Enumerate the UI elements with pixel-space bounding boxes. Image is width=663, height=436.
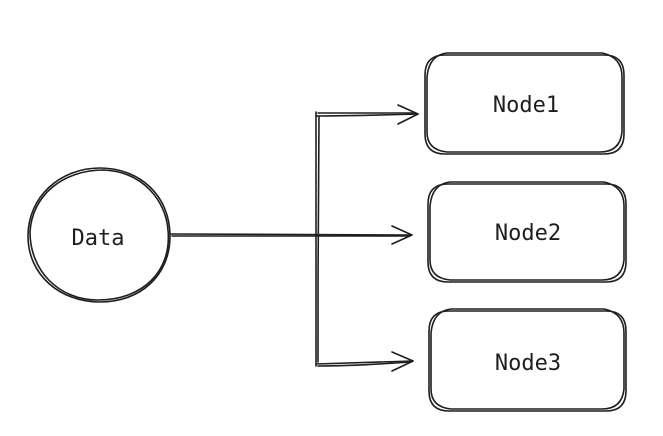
node2-label: Node2: [495, 221, 561, 246]
connector-group: [169, 104, 419, 372]
node3-box[interactable]: Node3: [428, 308, 627, 412]
node3-label: Node3: [495, 351, 561, 376]
edge-data-node1: [315, 113, 419, 117]
arrowhead-node2: [391, 225, 413, 245]
node3-border-overstroke: [430, 308, 625, 410]
arrowhead-node3: [391, 351, 414, 372]
data-label: Data: [72, 226, 125, 251]
edge-data-node2: [169, 233, 411, 236]
node3-border: [428, 310, 627, 412]
node1-border-overstroke: [426, 52, 623, 153]
node2-border-overstroke: [429, 181, 625, 281]
branch-vertical-line-overstroke: [317, 115, 320, 363]
data-circle-overstroke: [29, 169, 170, 301]
node2-box[interactable]: Node2: [427, 181, 627, 283]
data-circle: [27, 167, 171, 303]
node1-border: [424, 54, 625, 155]
node2-border: [427, 183, 627, 283]
edge-data-node3: [315, 360, 414, 365]
node1-label: Node1: [493, 93, 559, 118]
edge-data-node3-overstroke: [317, 361, 411, 367]
arrowhead-node1: [397, 104, 419, 125]
data-node[interactable]: Data: [27, 167, 171, 303]
node1-box[interactable]: Node1: [424, 52, 625, 155]
